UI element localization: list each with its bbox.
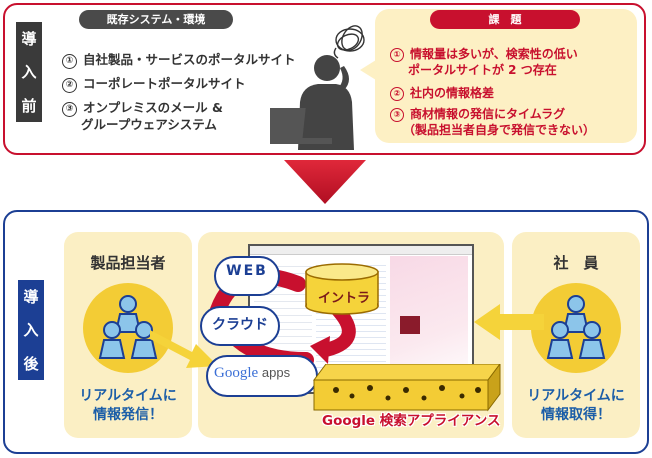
after-label-char: 入 bbox=[23, 321, 39, 340]
apps-text: apps bbox=[261, 365, 291, 380]
intranet-label: イントラ bbox=[317, 291, 370, 306]
worried-person-icon bbox=[270, 25, 365, 150]
env-item-text: コーポレートポータルサイト bbox=[83, 76, 246, 91]
people-group-icon bbox=[531, 283, 621, 373]
before-label-char: 入 bbox=[21, 63, 37, 82]
google-text: Google bbox=[214, 365, 259, 381]
after-label-char: 導 bbox=[23, 288, 39, 307]
issue-text-continued: ポータルサイトが 2 つ存在 bbox=[408, 63, 557, 77]
item-number: ② bbox=[390, 87, 404, 101]
down-arrow-icon bbox=[284, 160, 366, 204]
env-item: ③ オンプレミスのメール & bbox=[62, 97, 223, 117]
env-header: 既存システム・環境 bbox=[79, 10, 233, 29]
arrow-right-icon bbox=[150, 330, 218, 368]
before-label-char: 前 bbox=[21, 96, 37, 115]
issue-text: 社内の情報格差 bbox=[410, 86, 495, 100]
item-number: ① bbox=[62, 54, 77, 69]
search-appliance-icon bbox=[313, 364, 501, 412]
issues-box bbox=[375, 9, 637, 143]
google-apps-cloud bbox=[206, 355, 318, 397]
env-item: ② コーポレートポータルサイト bbox=[62, 73, 246, 93]
item-number: ③ bbox=[62, 102, 77, 117]
issue-item: ② 社内の情報格差 bbox=[390, 86, 494, 101]
speech-pointer bbox=[360, 60, 376, 80]
item-number: ① bbox=[390, 48, 404, 62]
caption-line: リアルタイムに bbox=[527, 388, 625, 404]
cloud-label: クラウド bbox=[212, 317, 268, 333]
cloud-cloud bbox=[200, 306, 280, 346]
people-group-icon bbox=[83, 283, 173, 373]
after-label: 導 入 後 bbox=[18, 280, 44, 380]
issue-item: ③ 商材情報の発信にタイムラグ bbox=[390, 107, 565, 122]
caption-line: 情報取得！ bbox=[541, 407, 611, 423]
env-item-text: オンプレミスのメール & bbox=[83, 100, 223, 115]
employee-caption: リアルタイムに 情報取得！ bbox=[512, 387, 640, 425]
employee-title: 社 員 bbox=[553, 254, 599, 272]
issue-text: 商材情報の発信にタイムラグ bbox=[410, 107, 566, 121]
before-label: 導 入 前 bbox=[16, 22, 42, 122]
issues-header: 課 題 bbox=[430, 10, 580, 29]
issue-item: ① 情報量は多いが、検索性の低い bbox=[390, 47, 578, 62]
before-label-char: 導 bbox=[21, 30, 37, 49]
product-manager-title: 製品担当者 bbox=[90, 254, 166, 272]
issue-text-continued: （製品担当者自身で発信できない） bbox=[403, 123, 596, 137]
web-cloud bbox=[214, 256, 280, 296]
google-logo: Google apps bbox=[214, 365, 290, 382]
after-label-char: 後 bbox=[23, 354, 39, 373]
appliance-label: Google 検索アプライアンス bbox=[322, 413, 501, 429]
item-number: ③ bbox=[390, 108, 404, 122]
env-item-text: 自社製品・サービスのポータルサイト bbox=[83, 52, 296, 67]
product-manager-caption: リアルタイムに 情報発信！ bbox=[64, 387, 192, 425]
env-item: ① 自社製品・サービスのポータルサイト bbox=[62, 49, 296, 69]
web-cloud-label: WEB bbox=[226, 263, 268, 279]
env-item-continued: グループウェアシステム bbox=[81, 117, 217, 132]
arrow-left-icon bbox=[474, 304, 544, 340]
intranet-database-icon bbox=[305, 263, 379, 315]
caption-line: リアルタイムに bbox=[79, 388, 177, 404]
item-number: ② bbox=[62, 78, 77, 93]
caption-line: 情報発信！ bbox=[93, 407, 163, 423]
issue-text: 情報量は多いが、検索性の低い bbox=[410, 47, 578, 61]
